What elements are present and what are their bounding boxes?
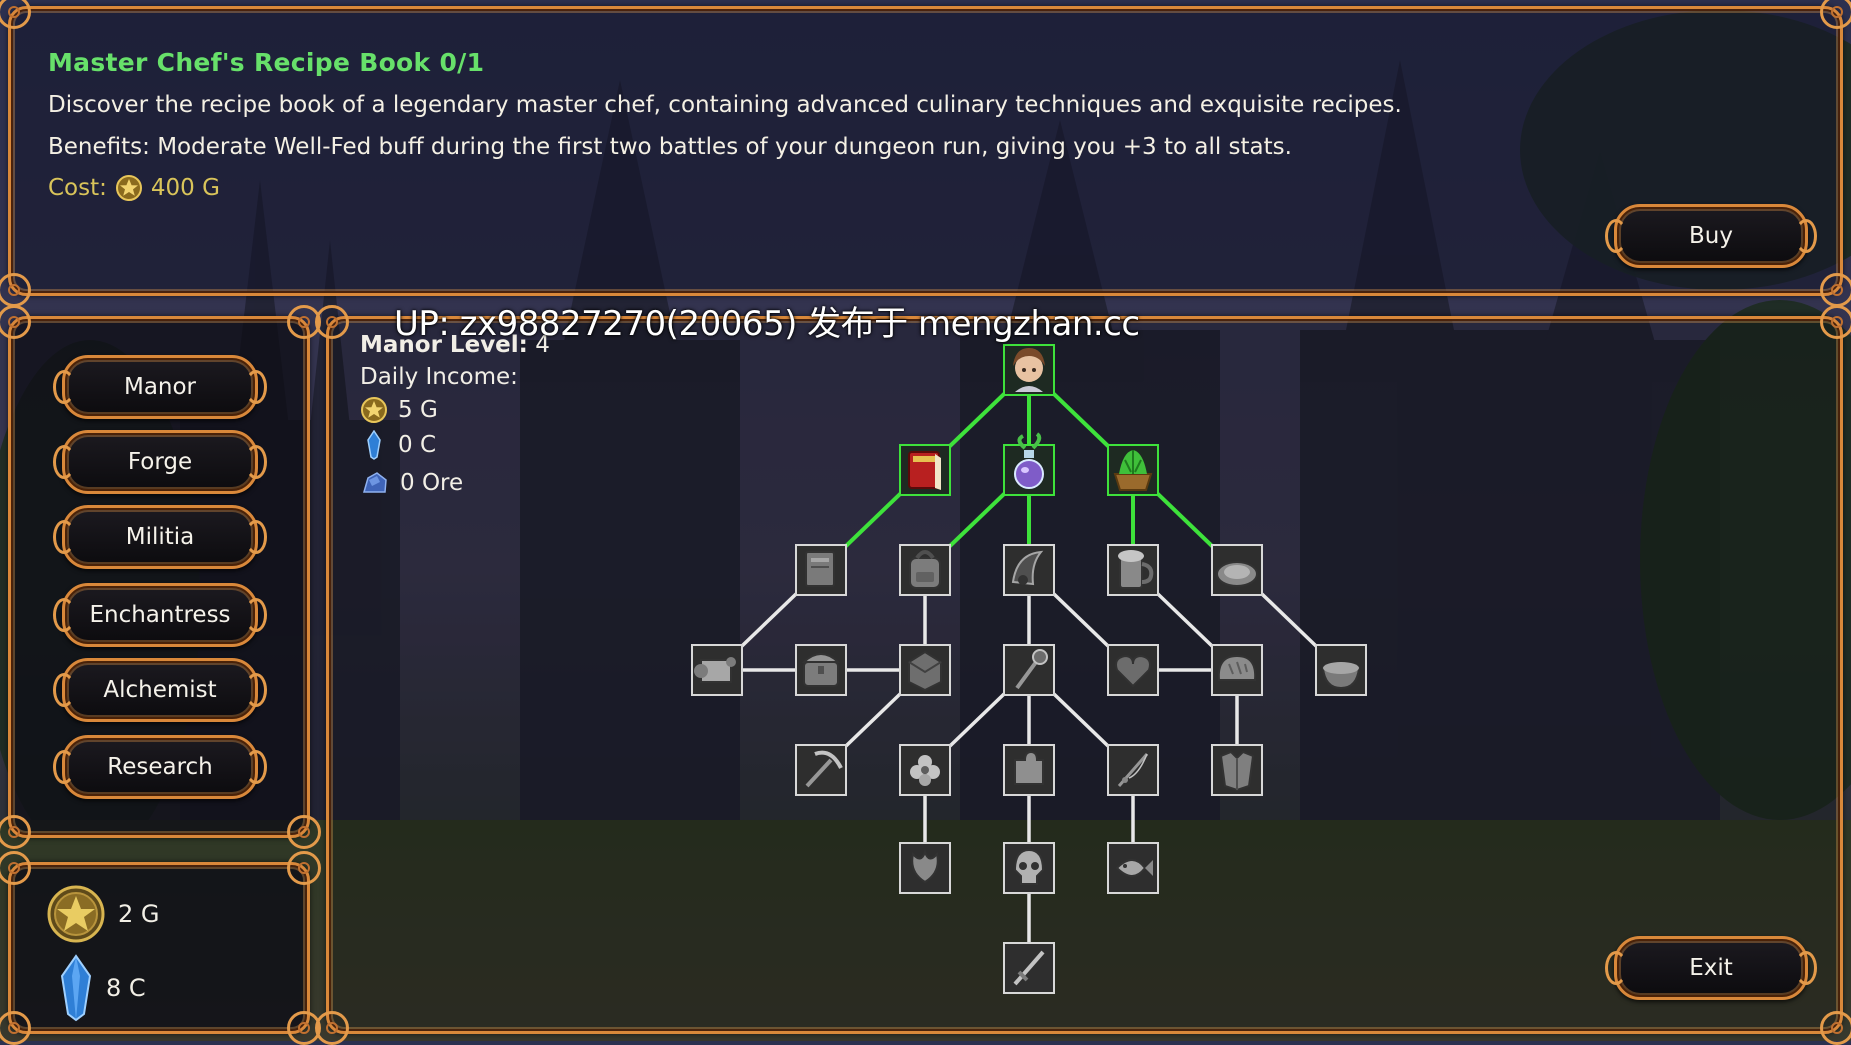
lotus-icon [911, 848, 939, 884]
crystal-amount: 8 C [106, 974, 146, 1002]
research-tree-panel [315, 305, 1851, 1045]
tree-node-dish[interactable] [1211, 544, 1263, 596]
chef-portrait-icon [1013, 348, 1045, 392]
manor-level-value: 4 [535, 332, 550, 358]
manor-level: Manor Level: 4 [360, 332, 550, 358]
fishing-rod-icon [1117, 753, 1149, 787]
herb-basket-icon [1113, 450, 1153, 491]
potion-flask-icon [1014, 432, 1044, 489]
nav-research-button[interactable]: Research [53, 735, 267, 799]
gold-coin-icon [115, 175, 142, 201]
tree-node-chest[interactable] [795, 644, 847, 696]
puzzle-icon [1014, 750, 1044, 785]
gold-amount: 2 G [118, 900, 160, 928]
cost-value: 400 G [150, 175, 220, 201]
item-info-panel [0, 0, 1851, 307]
fish-icon [1115, 859, 1153, 877]
tree-node-frame [1107, 744, 1159, 796]
income-gold: 5 G [360, 396, 438, 424]
resource-panel [0, 851, 321, 1045]
buy-button[interactable]: Buy [1605, 204, 1817, 268]
mace-icon [1015, 649, 1048, 690]
gold-star-coin-icon [47, 885, 105, 943]
ore-icon [363, 472, 387, 493]
tree-node-fish[interactable] [1107, 842, 1159, 894]
tree-node-heart-bag[interactable] [1107, 644, 1159, 696]
tree-nodes [691, 344, 1367, 994]
horn-icon [1011, 550, 1044, 586]
nav-militia-button[interactable]: Militia [53, 505, 267, 569]
red-book-icon [908, 451, 941, 490]
blue-crystal-icon [60, 954, 92, 1022]
tree-node-backpack[interactable] [899, 544, 951, 596]
scroll-icon [694, 657, 736, 683]
bread-icon [1217, 654, 1257, 681]
tree-node-recipe-book[interactable] [899, 444, 951, 496]
crate-icon [908, 650, 942, 692]
tree-node-pickaxe[interactable] [795, 744, 847, 796]
income-gold-value: 5 G [398, 397, 438, 423]
gold-coin-icon [361, 397, 387, 423]
tree-node-puzzle[interactable] [1003, 744, 1055, 796]
tree-node-flower[interactable] [899, 744, 951, 796]
crystal-resource: 8 C [58, 954, 146, 1022]
tree-node-lotus[interactable] [899, 842, 951, 894]
item-benefits: Benefits: Moderate Well-Fed buff during … [48, 134, 1292, 160]
watermark-text: UP: zx98827270(20065) 发布于 mengzhan.cc [394, 304, 1140, 344]
manor-level-label: Manor Level: [360, 332, 528, 358]
crystal-icon [367, 430, 381, 460]
item-description: Discover the recipe book of a legendary … [48, 92, 1402, 118]
nav-manor-button[interactable]: Manor [53, 355, 267, 419]
income-crystal: 0 C [360, 430, 436, 460]
income-crystal-value: 0 C [398, 432, 437, 458]
tree-node-skull[interactable] [1003, 842, 1055, 894]
pickaxe-icon [805, 750, 843, 788]
nav-enchantress-button[interactable]: Enchantress [53, 583, 267, 647]
item-cost: Cost: 400 G [48, 174, 220, 202]
dish-icon [1216, 561, 1258, 587]
tree-node-mace[interactable] [1003, 644, 1055, 696]
nav-forge-button[interactable]: Forge [53, 430, 267, 494]
tankard-icon [1118, 550, 1154, 589]
tree-node-soup-bowl[interactable] [1315, 644, 1367, 696]
sword-icon [1013, 950, 1045, 986]
armor-icon [1219, 750, 1255, 792]
flower-icon [910, 755, 940, 786]
soup-bowl-icon [1321, 662, 1361, 690]
tree-node-scroll[interactable] [691, 644, 743, 696]
tree-node-chef[interactable] [1003, 344, 1055, 396]
gold-resource: 2 G [46, 884, 160, 944]
item-title: Master Chef's Recipe Book 0/1 [48, 48, 485, 77]
heart-bag-icon [1115, 654, 1151, 688]
nav-alchemist-button[interactable]: Alchemist [53, 658, 267, 722]
skull-icon [1013, 848, 1045, 885]
daily-income-label: Daily Income: [360, 364, 518, 390]
tree-node-armor[interactable] [1211, 744, 1263, 796]
exit-button[interactable]: Exit [1605, 936, 1817, 1000]
tree-node-horn[interactable] [1003, 544, 1055, 596]
tree-node-potion[interactable] [1003, 432, 1055, 496]
income-ore: 0 Ore [360, 468, 463, 498]
tree-node-herb-basket[interactable] [1107, 444, 1159, 496]
tree-node-tankard[interactable] [1107, 544, 1159, 596]
income-ore-value: 0 Ore [400, 470, 464, 496]
tree-node-crate[interactable] [899, 644, 951, 696]
tree-node-sword[interactable] [1003, 942, 1055, 994]
tree-node-bread[interactable] [1211, 644, 1263, 696]
cost-label: Cost: [48, 175, 107, 201]
tree-node-fishing-rod[interactable] [1107, 744, 1159, 796]
backpack-icon [909, 550, 941, 589]
tome-icon [805, 551, 835, 587]
chest-icon [801, 653, 841, 687]
tree-node-tome[interactable] [795, 544, 847, 596]
